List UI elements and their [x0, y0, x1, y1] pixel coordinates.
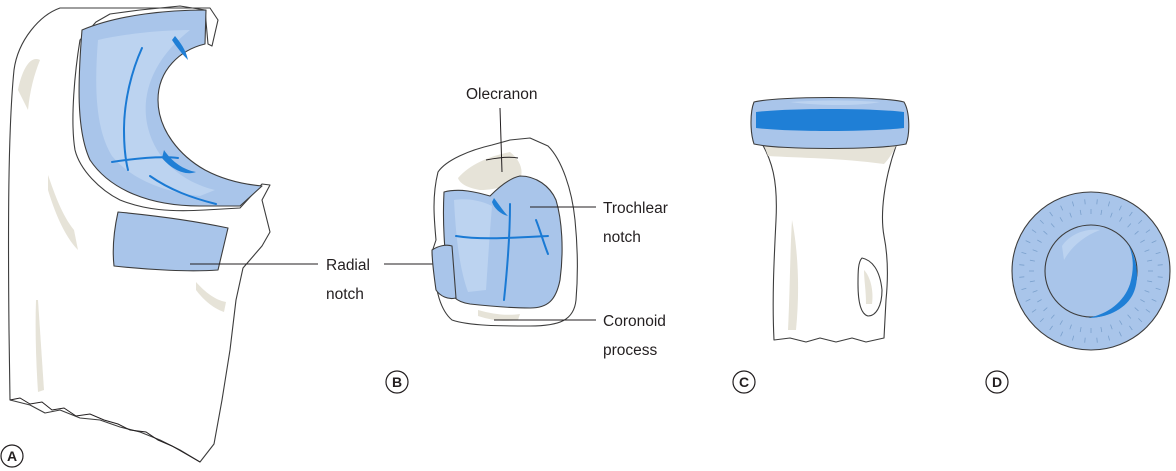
panel-c-radius-illustration: [751, 98, 909, 343]
rim-striation: [1097, 338, 1098, 343]
rim-striation: [1019, 265, 1024, 266]
panel-a-letter: A: [7, 448, 17, 464]
panel-a-ulna-illustration: [9, 6, 270, 462]
rim-striation: [1019, 277, 1024, 278]
rim-striation: [1085, 338, 1086, 343]
rim-striation: [1158, 265, 1163, 266]
coronoid-process-label-line1: Coronoid: [603, 313, 666, 330]
panel-c-head-band: [756, 109, 904, 131]
rim-striation: [1097, 199, 1098, 204]
coronoid-process-label-line2: process: [603, 342, 658, 359]
panel-d-radial-head-illustration: [1012, 192, 1170, 350]
rim-striation: [1085, 199, 1086, 204]
trochlear-notch-label-line1: Trochlear: [603, 200, 668, 217]
panel-b-ulna-illustration: [432, 138, 577, 326]
radial-notch-label-line1: Radial: [326, 257, 370, 274]
panel-b-radial-notch-cartilage: [432, 245, 456, 298]
rim-striation: [1158, 277, 1163, 278]
panel-d-letter: D: [992, 374, 1002, 390]
panel-c-letter: C: [739, 374, 749, 390]
trochlear-notch-label-line2: notch: [603, 229, 641, 246]
olecranon-label: Olecranon: [466, 86, 538, 103]
panel-b-letter: B: [392, 374, 402, 390]
radial-notch-label-line2: notch: [326, 286, 364, 303]
